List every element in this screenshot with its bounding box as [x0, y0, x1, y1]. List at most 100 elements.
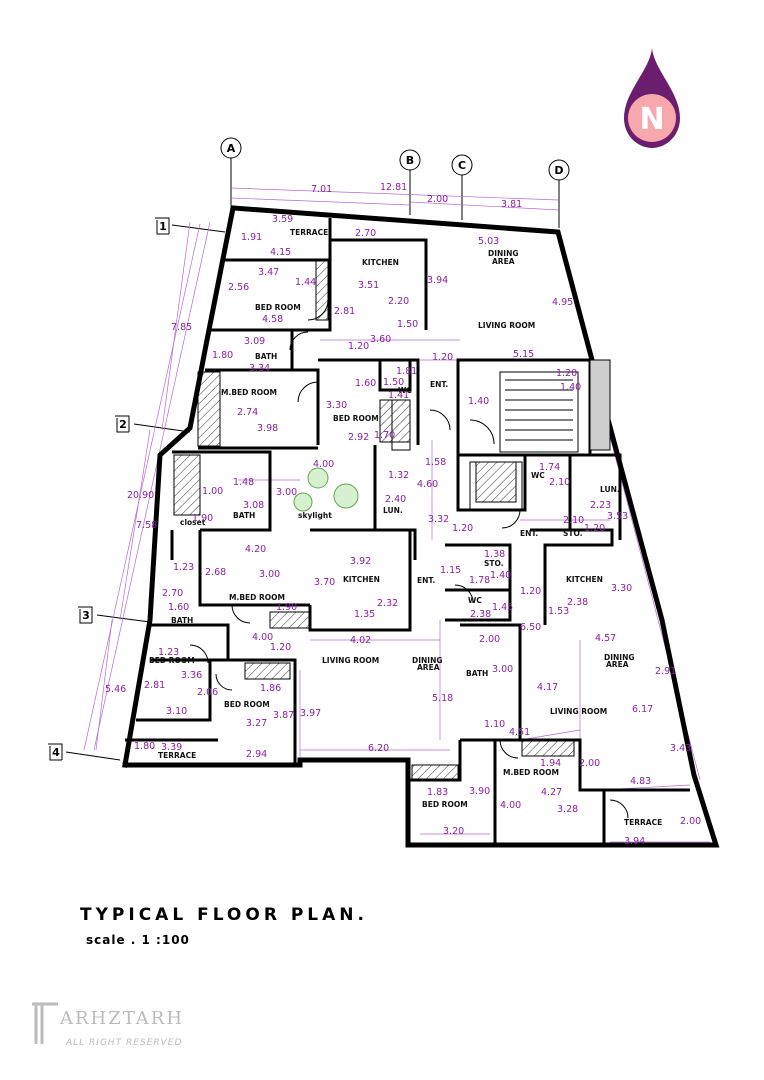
dimension-label: 2.20 [388, 296, 409, 307]
axis-label-b: B [406, 154, 414, 167]
room-label-dining: DINING [488, 249, 519, 258]
dimension-label: 1.80 [212, 350, 233, 361]
room-label-bath: BATH [171, 616, 193, 625]
dimension-label: 3.09 [244, 336, 265, 347]
dimension-label: 3.51 [358, 280, 379, 291]
dimension-label: 2.23 [590, 500, 611, 511]
room-label-living-room: LIVING ROOM [550, 707, 607, 716]
north-arrow-icon: N [624, 48, 680, 148]
room-label-entrance: ENT. [417, 576, 435, 585]
interior-walls [125, 218, 690, 845]
dimension-label: 4.57 [595, 633, 616, 644]
room-label-terrace: TERRACE [290, 228, 328, 237]
dimension-label: 3.32 [428, 514, 449, 525]
dimension-label: 1.20 [556, 368, 577, 379]
dimension-label: 2.10 [549, 477, 570, 488]
dimension-label: 6.20 [368, 743, 389, 754]
dimension-label: 3.98 [257, 423, 278, 434]
dimension-label: 4.83 [630, 776, 651, 787]
dimension-label: 4.60 [417, 479, 438, 490]
dimension-label: 1.20 [432, 352, 453, 363]
dimension-label: 2.38 [567, 597, 588, 608]
exterior-walls [122, 205, 720, 848]
dimension-label: 3.00 [276, 487, 297, 498]
dimension-label: 3.94 [624, 836, 645, 847]
room-label-skylight: skylight [298, 511, 332, 520]
dimension-label: 1.23 [173, 562, 194, 573]
dimension-label: 1.41 [388, 390, 409, 401]
dimension-label: 1.20 [452, 523, 473, 534]
dimension-label: 3.97 [300, 708, 321, 719]
dimension-label: 3.43 [670, 743, 691, 754]
dimension-label: 3.87 [273, 710, 294, 721]
dimension-label: 4.00 [252, 632, 273, 643]
dimension-label: 3.27 [246, 718, 267, 729]
room-label-bath: BATH [233, 511, 255, 520]
room-label-master-bed-room: M.BED ROOM [221, 388, 277, 397]
dimension-label: 2.70 [162, 588, 183, 599]
dimension-label: 4.00 [313, 459, 334, 470]
room-label-bed-room: BED ROOM [333, 414, 379, 423]
room-label-kitchen: KITCHEN [343, 575, 380, 584]
dimension-label: 3.47 [258, 267, 279, 278]
dimension-label: 1.20 [270, 642, 291, 653]
dimension-label: 3.90 [469, 786, 490, 797]
dimension-label: 4.20 [245, 544, 266, 555]
dimension-label: 2.38 [470, 609, 491, 620]
dimension-label: 4.17 [537, 682, 558, 693]
watermark-logo-icon [32, 1002, 58, 1044]
dimension-label: 2.91 [655, 666, 676, 677]
dimension-label: 1.20 [584, 523, 605, 534]
plan-title: TYPICAL FLOOR PLAN. [80, 905, 368, 925]
dimension-label: 1.74 [539, 462, 560, 473]
axis-label-c: C [458, 159, 466, 172]
room-label-area: AREA [417, 663, 440, 672]
dimension-label: 1.78 [469, 575, 490, 586]
dimension-labels: 7.01 12.81 2.00 3.81 3.59 1.91 2.70 5.03… [105, 182, 701, 847]
dimension-label: 1.83 [427, 787, 448, 798]
dimension-label: 1.94 [540, 758, 561, 769]
dimension-label: 1.23 [158, 647, 179, 658]
room-label-storage: STO. [484, 559, 504, 568]
room-label-bed-room: BED ROOM [149, 656, 195, 665]
room-label-kitchen: KITCHEN [362, 258, 399, 267]
dimension-label: 1.40 [560, 382, 581, 393]
dimension-label: 20.90 [127, 490, 154, 501]
dimension-label: 1.44 [295, 277, 316, 288]
dimension-label: 1.15 [440, 565, 461, 576]
dimension-label: 1.53 [548, 606, 569, 617]
dimension-label: 2.32 [377, 598, 398, 609]
room-label-terrace: TERRACE [158, 751, 196, 760]
watermark-subtitle: ALL RIGHT RESERVED [66, 1038, 183, 1048]
room-label-dining: DINING [412, 656, 443, 665]
room-label-area: AREA [492, 257, 515, 266]
dimension-label: 1.86 [260, 683, 281, 694]
room-label-wc: WC [398, 386, 412, 395]
dimension-label: 1.20 [348, 341, 369, 352]
hatched-fixtures [173, 259, 611, 782]
room-label-bath: BATH [255, 352, 277, 361]
dimension-label: 1.48 [233, 477, 254, 488]
room-label-living-room: LIVING ROOM [478, 321, 535, 330]
dimension-label: 1.20 [520, 586, 541, 597]
dimension-label: 3.60 [370, 334, 391, 345]
dimension-label: 3.39 [161, 742, 182, 753]
dimension-label: 1.80 [134, 741, 155, 752]
dimension-label: 2.68 [205, 567, 226, 578]
skylight-planter-icon [293, 467, 359, 512]
dimension-label: 3.00 [259, 569, 280, 580]
axis-label-4: 4 [52, 746, 60, 759]
dimension-label: 1.32 [388, 470, 409, 481]
dimension-label: 2.70 [355, 228, 376, 239]
dimension-label: 3.34 [249, 363, 270, 374]
dimension-label: 2.00 [427, 194, 448, 205]
dimension-label: 2.40 [385, 494, 406, 505]
dimension-label: 3.92 [350, 556, 371, 567]
dimension-label: 1.10 [484, 719, 505, 730]
dimension-label: 4.02 [350, 635, 371, 646]
dimension-label: 2.94 [246, 749, 267, 760]
dimension-label: 7.85 [171, 322, 192, 333]
dimension-label: 6.50 [520, 622, 541, 633]
dimension-label: 5.46 [105, 684, 126, 695]
axis-label-d: D [554, 164, 563, 177]
